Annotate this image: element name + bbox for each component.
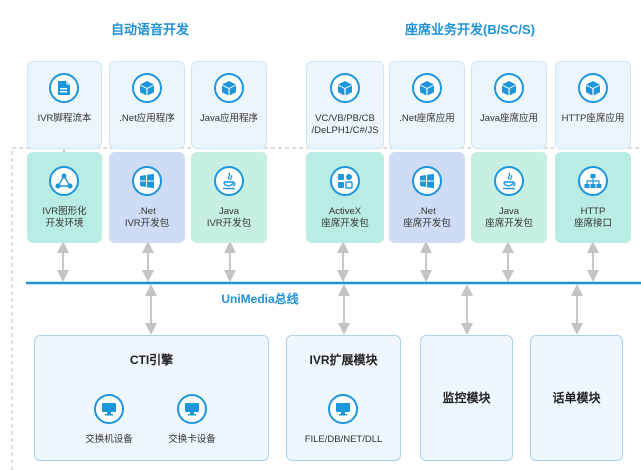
top-card-vc-vb — [306, 61, 384, 149]
ivr-ext-title: IVR扩展模块 — [309, 353, 378, 367]
document-icon — [49, 73, 79, 103]
top-label: .Net座席应用 — [399, 113, 455, 124]
module-monitor — [420, 335, 513, 461]
top-label: Java座席应用 — [479, 113, 539, 124]
bus-label: UniMedia总线 — [221, 292, 299, 306]
monitor-icon — [94, 394, 124, 424]
module-cti — [34, 335, 269, 461]
activex-icon — [330, 166, 360, 196]
top-card-net-app — [109, 61, 185, 149]
top-label: IVR脚程流本 — [37, 113, 92, 124]
windows-icon — [132, 166, 162, 196]
title-voice-dev: 自动语音开发 — [110, 22, 189, 37]
top-label: HTTP座席应用 — [561, 113, 625, 124]
ivr-ext-caption: FILE/DB/NET/DLL — [304, 434, 383, 445]
hierarchy-icon — [578, 166, 608, 196]
cube-icon — [494, 73, 524, 103]
cube-icon — [214, 73, 244, 103]
monitor-icon — [177, 394, 207, 424]
java-icon — [494, 166, 524, 196]
title-seat-dev: 座席业务开发(B/SC/S) — [404, 22, 535, 37]
windows-icon — [412, 166, 442, 196]
mid-label: HTTP 座席接口 — [573, 206, 612, 229]
cube-icon — [330, 73, 360, 103]
top-label: Java应用程序 — [199, 113, 259, 124]
cti-title: CTI引擎 — [129, 353, 174, 367]
mid-label: ActiveX 座席开发包 — [321, 206, 369, 229]
monitor-title: 监控模块 — [442, 391, 491, 405]
network-icon — [49, 166, 79, 196]
device-label-switch: 交换机设备 — [85, 434, 133, 445]
module-cdr — [530, 335, 623, 461]
card-bus-arrows — [57, 241, 599, 282]
top-label: VC/VB/PB/CB /DeLPH1/C#/JS — [311, 113, 379, 136]
java-icon — [214, 166, 244, 196]
mid-label: Java IVR开发包 — [206, 206, 252, 229]
cube-icon — [412, 73, 442, 103]
mid-label: Java 座席开发包 — [485, 206, 533, 229]
device-label-card: 交换卡设备 — [168, 434, 216, 445]
cube-icon — [132, 73, 162, 103]
monitor-icon — [328, 394, 358, 424]
mid-label: .Net 座席开发包 — [403, 206, 451, 229]
cdr-title: 话单模块 — [552, 391, 601, 405]
cube-icon — [578, 73, 608, 103]
mid-label: .Net IVR开发包 — [124, 206, 170, 229]
mid-label: IVR图形化 开发环境 — [42, 206, 87, 229]
top-label: .Net应用程序 — [119, 113, 175, 124]
